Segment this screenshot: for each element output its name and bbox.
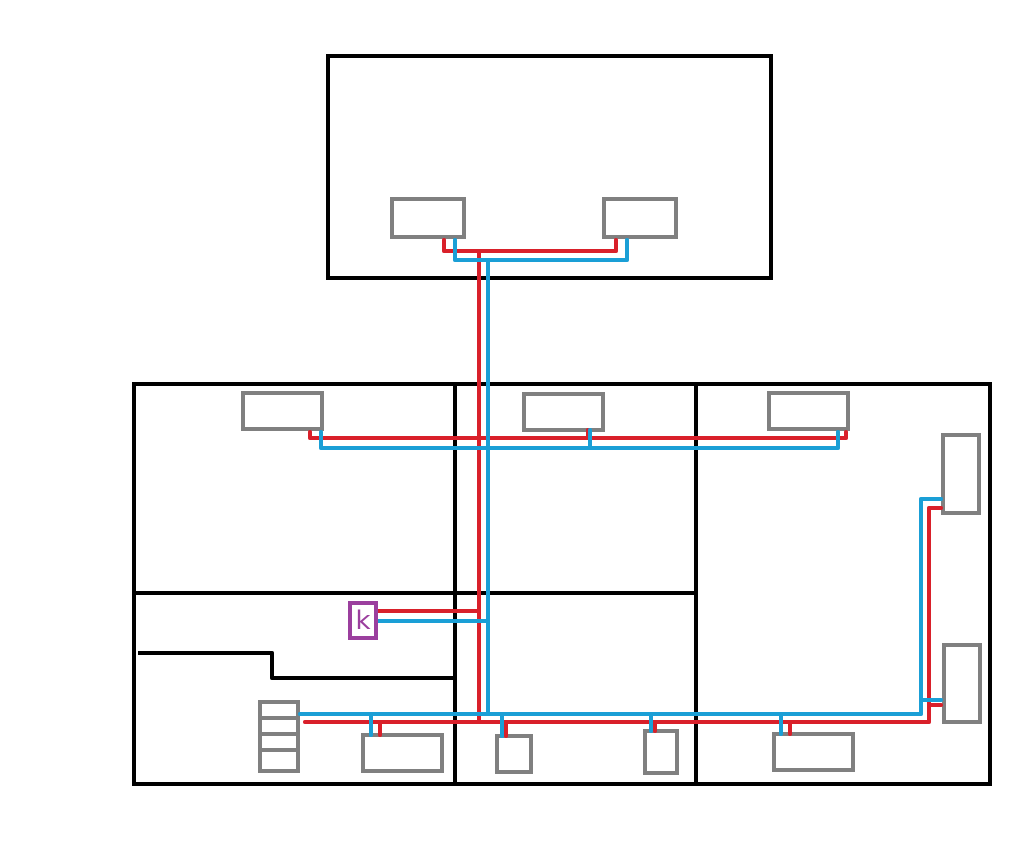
supply-upper-branch [442,238,618,253]
return-top-row [319,430,840,450]
boiler-label: k [355,606,370,636]
boiler: k [348,601,378,640]
return-bottom-row [298,497,943,716]
upper-room [326,54,773,280]
towel-radiator [258,700,300,773]
radiators [241,197,982,775]
radiator-top-middle-room [522,392,605,432]
radiator-bottom-right-room [772,732,855,772]
radiator-bottom-left-room [361,733,444,773]
radiator-upper-right [602,197,678,239]
radiator-right-wall-lower [942,643,982,724]
return-upper-branch [453,238,629,262]
radiator-upper-left [390,197,466,239]
supply-bottom-row [303,506,943,724]
lower-floor-outline [132,382,992,786]
radiator-top-left-room [241,391,324,431]
supply-pipes [303,238,943,738]
supply-top-row [308,430,848,440]
radiator-bottom-middle-tall [643,729,679,775]
radiator-bottom-middle-small [495,734,533,774]
radiator-right-wall-upper [941,433,981,515]
wall-partition [138,651,455,680]
boiler-box [348,601,378,640]
return-pipes [298,238,943,738]
walls [132,54,992,786]
radiator-top-right-room [767,391,850,431]
